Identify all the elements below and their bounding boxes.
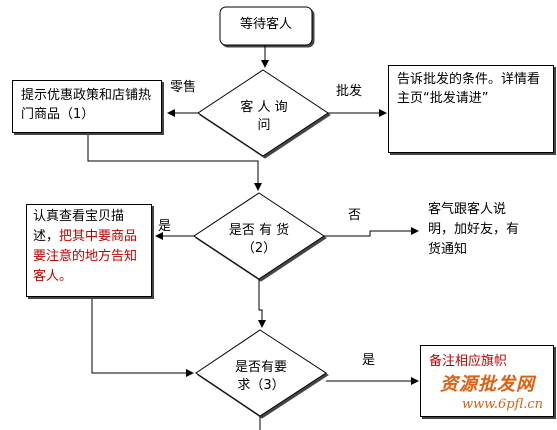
describe-action-box: 认真查看宝贝描述，把其中要商品要注意的地方告知客人。: [26, 204, 152, 297]
decision-ask-diamond: [197, 69, 329, 157]
edge-describe-to-request: [91, 297, 194, 377]
describe-action-text: 认真查看宝贝描述，: [33, 209, 125, 244]
retail-action-text: 提示优惠政策和店铺热门商品（1）: [21, 88, 152, 122]
start-node: [219, 6, 313, 46]
note-flag-box: 备注相应旗帜: [420, 345, 554, 417]
watermark-logo: 资源批发网: [440, 374, 535, 395]
note-flag-text: 备注相应旗帜: [429, 354, 508, 369]
wholesale-edge-label: 批发: [336, 84, 363, 99]
retail-edge-label: 零售: [170, 80, 197, 95]
watermark-url: www.6pfl.cn: [462, 397, 544, 412]
request-yes-edge-label: 是: [362, 353, 376, 368]
stock-yes-edge-label: 是: [158, 219, 172, 234]
start-node-label: 等待客人: [239, 17, 292, 32]
out-of-stock-note: 客气跟客人说明，加好友，有货通知: [428, 202, 520, 257]
request-question-label: 是否有要 求（3）: [234, 360, 287, 393]
edge-stock-no: [324, 227, 419, 237]
stock-no-edge-label: 否: [348, 208, 362, 223]
edge-retail-to-stock: [87, 133, 262, 191]
ask-question-label: 客 人 询 问: [240, 100, 288, 133]
stock-question-label: 是否 有 货（2）: [228, 223, 290, 256]
edge-stock-to-request: [258, 279, 266, 328]
wholesale-action-text: 告诉批发的条件。详情看主页“批发请进”: [397, 72, 541, 106]
retail-action-box: 提示优惠政策和店铺热门商品（1）: [12, 80, 162, 133]
wholesale-action-box: 告诉批发的条件。详情看主页“批发请进”: [388, 65, 554, 153]
describe-action-highlight: 把其中要商品要注意的地方告知客人。: [33, 229, 138, 284]
